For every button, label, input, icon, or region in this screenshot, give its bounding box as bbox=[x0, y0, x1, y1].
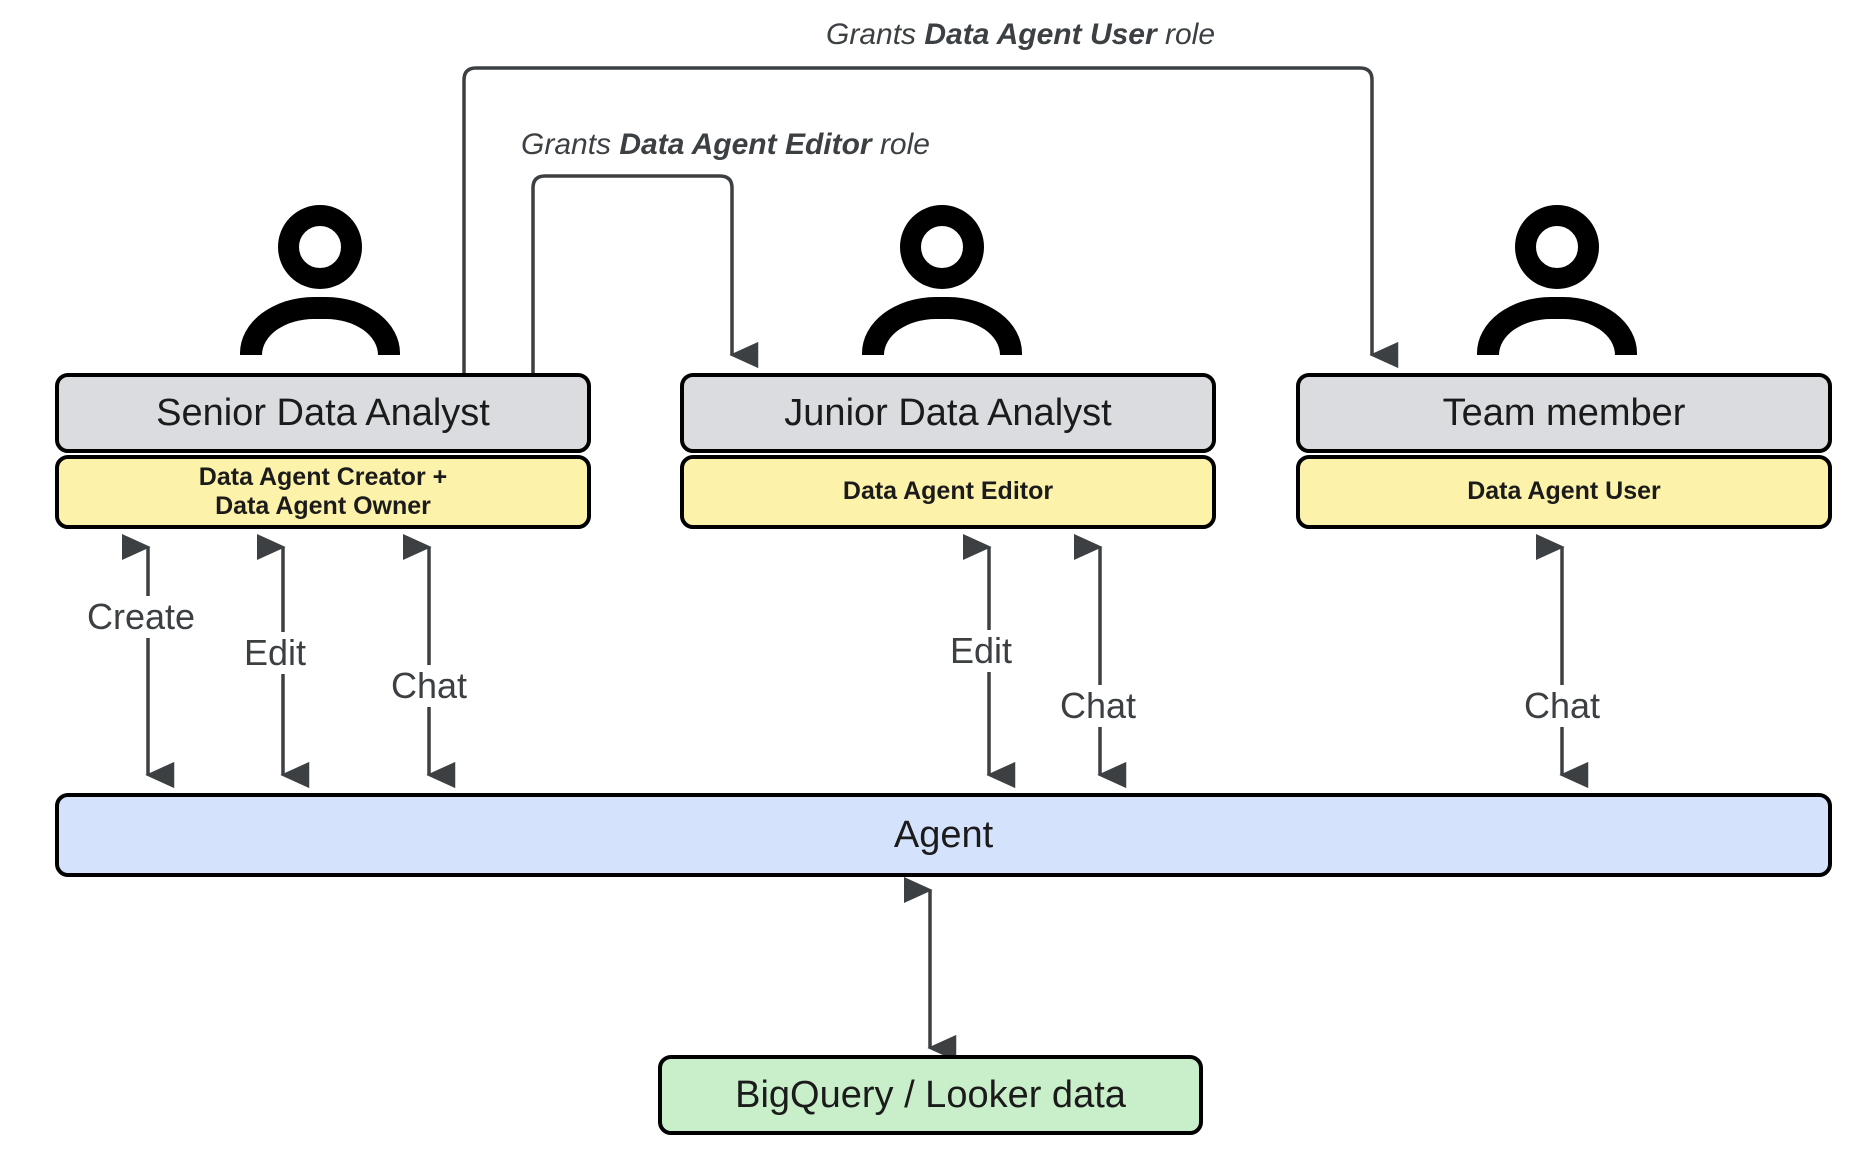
grant-prefix: Grants bbox=[521, 128, 620, 161]
person-body-icon bbox=[862, 297, 1022, 359]
grant-role-name: Data Agent Editor bbox=[619, 128, 872, 161]
permission-box-team-member[interactable]: Data Agent User bbox=[1296, 455, 1832, 529]
permission-label-line2: Data Agent Owner bbox=[215, 492, 431, 520]
role-box-senior-data-analyst[interactable]: Senior Data Analyst bbox=[55, 373, 591, 453]
flow-label-senior-create: Create bbox=[82, 596, 201, 638]
permission-box-senior-data-analyst[interactable]: Data Agent Creator + Data Agent Owner bbox=[55, 455, 591, 529]
agent-box[interactable]: Agent bbox=[55, 793, 1832, 877]
flow-label-senior-edit: Edit bbox=[239, 632, 312, 674]
flow-label-senior-chat: Chat bbox=[386, 665, 473, 707]
person-head-icon bbox=[900, 205, 984, 289]
connector-grant-data-agent-editor bbox=[531, 174, 759, 375]
person-icon-senior-data-analyst bbox=[240, 205, 400, 359]
role-box-team-member[interactable]: Team member bbox=[1296, 373, 1832, 453]
permission-label-line1: Data Agent Editor bbox=[842, 477, 1054, 506]
flow-label-junior-chat: Chat bbox=[1055, 685, 1142, 727]
flow-label-junior-edit: Edit bbox=[945, 630, 1018, 672]
grant-role-name: Data Agent User bbox=[924, 18, 1157, 51]
grant-label-data-agent-user: Grants Data Agent User role bbox=[826, 18, 1215, 52]
data-source-label: BigQuery / Looker data bbox=[735, 1073, 1126, 1116]
grant-label-data-agent-editor: Grants Data Agent Editor role bbox=[521, 128, 930, 162]
person-head-icon bbox=[278, 205, 362, 289]
role-label: Junior Data Analyst bbox=[784, 391, 1112, 434]
person-body-icon bbox=[240, 297, 400, 359]
permission-label-line1: Data Agent Creator + bbox=[198, 462, 448, 491]
grant-prefix: Grants bbox=[826, 18, 925, 51]
person-icon-team-member bbox=[1477, 205, 1637, 359]
role-label: Team member bbox=[1442, 391, 1686, 434]
person-body-icon bbox=[1477, 297, 1637, 359]
grant-suffix: role bbox=[871, 128, 930, 161]
role-label: Senior Data Analyst bbox=[156, 391, 490, 434]
permission-box-junior-data-analyst[interactable]: Data Agent Editor bbox=[680, 455, 1216, 529]
data-source-box[interactable]: BigQuery / Looker data bbox=[658, 1055, 1203, 1135]
person-icon-junior-data-analyst bbox=[862, 205, 1022, 359]
person-head-icon bbox=[1515, 205, 1599, 289]
permission-label-line1: Data Agent User bbox=[1467, 477, 1661, 506]
grant-suffix: role bbox=[1156, 18, 1216, 51]
agent-label: Agent bbox=[893, 813, 994, 856]
flow-label-team-chat: Chat bbox=[1519, 685, 1606, 727]
role-box-junior-data-analyst[interactable]: Junior Data Analyst bbox=[680, 373, 1216, 453]
